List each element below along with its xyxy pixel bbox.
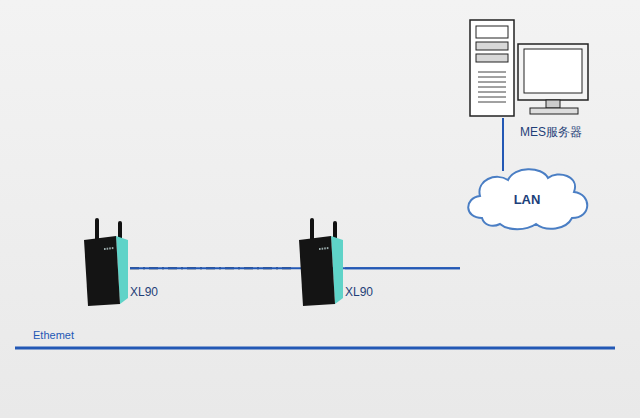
xl90-device: XL90: [293, 218, 343, 306]
server-illustration: [468, 18, 590, 118]
network-cable: [345, 267, 460, 269]
device-label: MES服务器: [520, 124, 582, 141]
server-tower: [470, 20, 514, 116]
device-illustration: [293, 218, 343, 306]
cloud-label: LAN: [514, 192, 541, 207]
server-computer: MES服务器: [468, 18, 590, 118]
ethernet-bus: [15, 347, 615, 350]
lan-cloud: LAN: [462, 168, 592, 230]
network-cable: [130, 267, 460, 269]
network-label: Ethemet: [33, 329, 74, 341]
device-illustration: [78, 218, 128, 306]
device-body: [299, 218, 343, 306]
device-label: XL90: [130, 285, 158, 299]
network-cable: [502, 118, 504, 171]
device-body: [84, 218, 128, 306]
device-label: XL90: [345, 285, 373, 299]
xl90-device: XL90: [78, 218, 128, 306]
monitor: [518, 44, 588, 114]
cloud-outline: [468, 169, 587, 229]
